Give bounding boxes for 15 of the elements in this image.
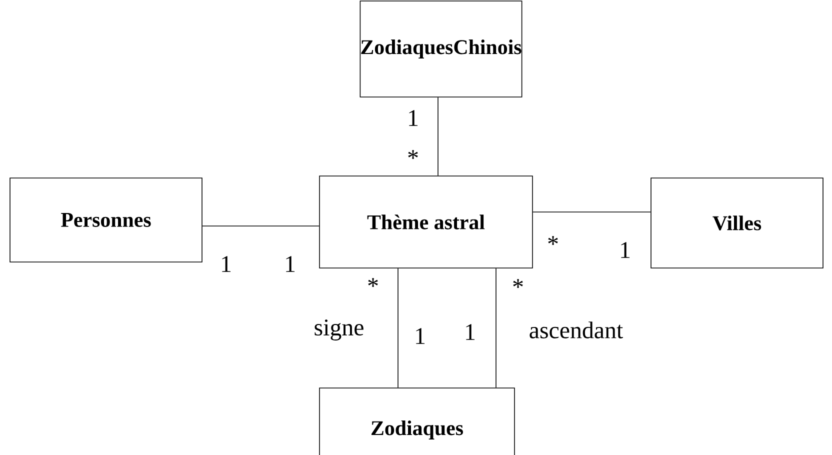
class-box: Thème astral (319, 176, 533, 268)
multiplicity: 1 (409, 110, 418, 126)
class-box: Zodiaques (319, 388, 515, 455)
multiplicity: * (368, 278, 378, 287)
multiplicity: * (513, 279, 523, 288)
role-name: ascendant (530, 322, 623, 338)
multiplicity: * (408, 150, 418, 159)
multiplicity: 1 (466, 324, 475, 340)
role-name: signe (314, 320, 364, 340)
multiplicity: 1 (286, 256, 295, 272)
class-box: ZodiaquesChinois (360, 0, 522, 98)
class-box: Personnes (10, 178, 202, 262)
multiplicity: 1 (416, 328, 425, 344)
multiplicity: 1 (222, 256, 231, 272)
class-box: Villes (650, 178, 824, 268)
